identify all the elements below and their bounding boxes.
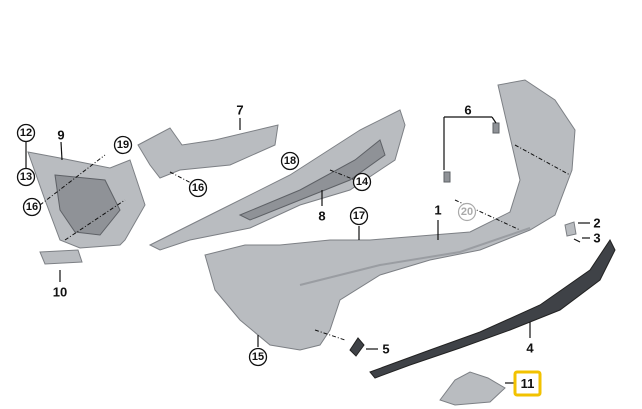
part-8-carrier[interactable] bbox=[148, 109, 406, 251]
label-14[interactable]: 14 bbox=[352, 172, 372, 192]
part-5-clip[interactable] bbox=[349, 337, 365, 357]
part-7-upper-bracket[interactable] bbox=[137, 124, 279, 179]
label-7[interactable]: 7 bbox=[236, 103, 243, 118]
part-6-clips[interactable] bbox=[443, 122, 500, 183]
svg-text:16: 16 bbox=[26, 201, 38, 213]
svg-text:2: 2 bbox=[593, 216, 600, 231]
label-17[interactable]: 17 bbox=[349, 206, 369, 226]
label-8[interactable]: 8 bbox=[318, 209, 325, 224]
svg-text:18: 18 bbox=[284, 155, 296, 167]
part-3-screw[interactable] bbox=[573, 238, 581, 243]
svg-text:12: 12 bbox=[20, 127, 32, 139]
label-18[interactable]: 18 bbox=[280, 151, 300, 171]
svg-text:5: 5 bbox=[382, 342, 389, 357]
svg-text:16: 16 bbox=[192, 182, 204, 194]
part-11-trim-highlighted[interactable] bbox=[439, 371, 506, 406]
label-11-selected[interactable]: 11 bbox=[513, 370, 542, 397]
part-2-cap[interactable] bbox=[564, 221, 577, 237]
label-12[interactable]: 12 bbox=[16, 123, 36, 143]
label-16-left[interactable]: 16 bbox=[22, 197, 42, 217]
part-4-diffuser[interactable] bbox=[369, 239, 616, 379]
svg-text:14: 14 bbox=[356, 176, 369, 188]
svg-text:1: 1 bbox=[434, 203, 441, 218]
label-10[interactable]: 10 bbox=[53, 285, 67, 300]
part-9-side-bracket-left[interactable] bbox=[27, 151, 146, 249]
svg-text:9: 9 bbox=[57, 128, 64, 143]
svg-text:4: 4 bbox=[526, 341, 534, 356]
svg-text:20: 20 bbox=[461, 206, 473, 218]
part-10-small-bracket[interactable] bbox=[39, 249, 83, 265]
svg-text:6: 6 bbox=[464, 103, 471, 118]
part-1-bumper-cover[interactable] bbox=[204, 79, 576, 351]
svg-text:13: 13 bbox=[20, 171, 32, 183]
label-6[interactable]: 6 bbox=[464, 103, 471, 118]
label-13[interactable]: 13 bbox=[16, 167, 36, 187]
label-2[interactable]: 2 bbox=[593, 216, 600, 231]
svg-text:8: 8 bbox=[318, 209, 325, 224]
label-20[interactable]: 20 bbox=[457, 202, 477, 222]
label-16-center[interactable]: 16 bbox=[188, 178, 208, 198]
label-19[interactable]: 19 bbox=[113, 135, 133, 155]
svg-text:3: 3 bbox=[593, 231, 600, 246]
label-3[interactable]: 3 bbox=[593, 231, 600, 246]
label-4[interactable]: 4 bbox=[526, 341, 534, 356]
label-9[interactable]: 9 bbox=[57, 128, 64, 143]
svg-text:7: 7 bbox=[236, 103, 243, 118]
label-1[interactable]: 1 bbox=[434, 203, 441, 218]
label-15[interactable]: 15 bbox=[248, 347, 268, 367]
label-5[interactable]: 5 bbox=[382, 342, 389, 357]
svg-text:10: 10 bbox=[53, 285, 67, 300]
svg-text:11: 11 bbox=[521, 376, 535, 391]
svg-text:17: 17 bbox=[353, 210, 365, 222]
svg-text:19: 19 bbox=[117, 139, 129, 151]
svg-text:15: 15 bbox=[252, 351, 264, 363]
